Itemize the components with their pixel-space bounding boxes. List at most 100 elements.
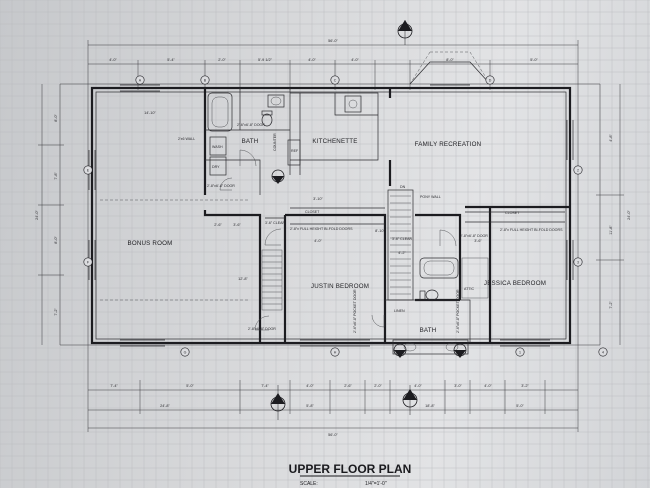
dimension-label: 4'-0": [484, 384, 492, 388]
grid-marker-label: D: [489, 78, 492, 82]
dim-row-bottom-2: 24'-8"5'-8"18'-8"5'-0": [160, 404, 524, 408]
grid-marker-circle: [83, 165, 93, 175]
dimension-label: 4'-0": [308, 58, 316, 62]
grid-marker-circle: [485, 75, 495, 85]
dimension-label: 5'-9 1/2": [258, 58, 273, 62]
dimension-label: 8'-0": [54, 236, 58, 244]
grid-marker-circle: [180, 347, 190, 357]
dimension-label: 8'-0": [446, 58, 454, 62]
dimension-label: 2'-6": [344, 384, 352, 388]
note-door-c: 2'-8"x6'-8" DOOR: [460, 234, 488, 238]
dimension-lines: [38, 40, 624, 432]
grid-marker-label: 1: [519, 350, 521, 354]
walls: [88, 61, 574, 355]
note-ref: REF: [291, 149, 299, 153]
grid-marker-circle: [573, 257, 583, 267]
room-label-bath-upper: BATH: [242, 138, 259, 145]
dimension-label: 7'-2": [609, 301, 613, 309]
dimension-label: 2'-0": [218, 58, 226, 62]
dimension-label: 8'-0": [54, 114, 58, 122]
scale-value: 1/4"=1'-0": [365, 481, 387, 487]
grid-marker-circle: [200, 75, 210, 85]
note-closet-b: CLOSET: [505, 211, 520, 215]
scale-label: SCALE:: [300, 481, 318, 487]
section-markers: [270, 20, 467, 420]
note-door-d: 2'-8"x6'-8" DOOR: [248, 327, 276, 331]
dimension-label: 4'-0": [314, 239, 322, 243]
note-door-b: 2'-8"x6'-8" DOOR: [207, 184, 235, 188]
dimension-label: 3'-2": [521, 384, 529, 388]
dimension-label: 4'-2": [398, 251, 406, 255]
note-dry: DRY: [212, 165, 220, 169]
note-clear-b: 3'-6" CLEAR: [265, 221, 286, 225]
note-pocket-b: 2'-6"x6'-8" POCKET DOOR: [456, 289, 460, 333]
grid-marker-label: 4: [602, 350, 604, 354]
grid-marker-label: E: [87, 168, 90, 172]
dimension-label: 5'-0": [530, 58, 538, 62]
grid-marker-circle: [83, 257, 93, 267]
dimension-label: 4'-0": [351, 58, 359, 62]
grid-marker-label: 2: [577, 168, 579, 172]
grid-marker-label: A: [139, 78, 142, 82]
note-wash: WASH: [212, 145, 223, 149]
dimension-label: 14'-10": [144, 111, 156, 115]
dimension-label: 8'-10": [375, 229, 385, 233]
grid-marker-circle: [330, 75, 340, 85]
dimension-label: 18'-8": [425, 404, 435, 408]
dim-col-right: 4'-8" 11'-8" 7'-2": [609, 134, 613, 309]
note-pony: PONY WALL: [420, 195, 441, 199]
grid-marker-circle: [598, 347, 608, 357]
grid-marker-label: G: [184, 350, 187, 354]
stair-treads: [262, 195, 411, 305]
dimension-label: 3'-10": [313, 197, 323, 201]
dimension-label: 3'-0": [454, 384, 462, 388]
grid-marker-label: F: [87, 260, 90, 264]
room-label-jessica: JESSICA BEDROOM: [484, 280, 546, 287]
note-attic: ATTIC: [464, 287, 475, 291]
dimension-label: 2'-6": [214, 223, 222, 227]
plan-title: UPPER FLOOR PLAN: [289, 462, 412, 476]
dimension-label: 7'-4": [261, 384, 269, 388]
room-label-bonus: BONUS ROOM: [128, 240, 173, 247]
dimension-label: 5'-0": [186, 384, 194, 388]
dim-right-total: 24'-0": [627, 210, 631, 220]
room-label-justin: JUSTIN BEDROOM: [311, 283, 369, 290]
dimension-label: 11'-8": [609, 225, 613, 235]
note-door-a: 2'-6"x6'-8" DOOR: [237, 123, 265, 127]
note-pocket-a: 2'-6"x6'-8" POCKET DOOR: [353, 289, 357, 333]
grid-marker-circle: [330, 347, 340, 357]
windows: [88, 84, 574, 347]
grid-marker-circle: [573, 165, 583, 175]
note-clear-a: 3'-6" CLEAR: [392, 237, 413, 241]
dimension-label: 4'-0": [109, 58, 117, 62]
note-counter: COUNTER: [273, 133, 277, 151]
note-closet-a: CLOSET: [305, 210, 320, 214]
grid-marker-circle: [515, 347, 525, 357]
grid-marker-label: C: [334, 78, 337, 82]
dim-col-left: 8'-0"7'-8"8'-0"7'-2": [54, 114, 58, 316]
dim-overall-top: 56'-0": [328, 39, 338, 43]
room-label-kitchenette: KITCHENETTE: [312, 138, 357, 145]
room-label-family: FAMILY RECREATION: [415, 141, 482, 148]
dimension-label: 4'-0": [414, 384, 422, 388]
dimension-label: 4'-8": [609, 134, 613, 142]
grid-marker-label: H: [334, 350, 337, 354]
note-bifold-b: 2'-8"x FULL HEIGHT BI-FOLD DOORS: [500, 228, 563, 232]
note-linen: LINEN: [394, 309, 405, 313]
note-dn: DN: [400, 185, 406, 189]
dim-left-total: 24'-0": [35, 210, 39, 220]
dim-row-bottom: 7'-4"5'-0"7'-4"4'-0"2'-6"2'-0"4'-0"3'-0"…: [110, 384, 529, 388]
dim-interior: 14'-10"2'-6"3'-6"4'-0"3'-10"8'-10"12'-8"…: [144, 111, 482, 281]
dimension-label: 3'-6": [474, 239, 482, 243]
grid-marker-circle: [135, 75, 145, 85]
dimension-label: 7'-4": [110, 384, 118, 388]
dimension-label: 3'-6": [233, 223, 241, 227]
note-wall: 2'x6 WALL: [178, 137, 195, 141]
dimension-label: 5'-8": [306, 404, 314, 408]
dimension-label: 5'-4": [167, 58, 175, 62]
dimension-label: 4'-0": [306, 384, 314, 388]
